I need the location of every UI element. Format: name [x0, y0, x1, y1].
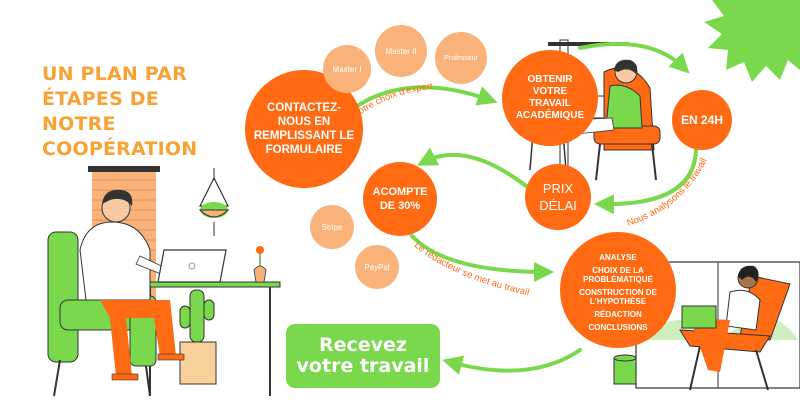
flower-vase	[253, 246, 267, 283]
relaxing-person	[681, 265, 761, 372]
step-choix: CHOIX DE LA PROBLÉMATIQUE	[583, 265, 653, 284]
acompte-bubble: ACOMPTE DE 30%	[363, 162, 437, 236]
step-redaction: RÉDACTION	[594, 309, 642, 319]
step-construction: CONSTRUCTION DE L'HYPOTHÈSE	[579, 287, 657, 306]
stripe-text: Stripe	[321, 222, 343, 232]
acompte-text: ACOMPTE DE 30%	[372, 186, 428, 212]
step-conclusions: CONCLUSIONS	[588, 322, 648, 332]
en-24h-bubble: EN 24H	[672, 90, 732, 150]
stripe-bubble: Stripe	[310, 205, 354, 249]
person-with-laptop	[79, 189, 185, 381]
page-title: UN PLAN PAR ÉTAPES DE NOTRE COOPÉRATION	[42, 63, 198, 160]
master-2-text: Master II	[385, 46, 417, 56]
starburst-decoration	[704, 0, 800, 82]
prix-delai-text: PRIX DÉLAI	[539, 181, 577, 213]
master-2-bubble: Master II	[375, 25, 427, 77]
contact-text: CONTACTEZ- NOUS EN REMPLISSANT LE FORMUL…	[253, 102, 355, 156]
step-analyse: ANALYSE	[599, 252, 637, 262]
master-1-text: Master I	[332, 64, 362, 74]
arrow-steps-to-cta	[442, 348, 582, 375]
steps-bubble: ANALYSE CHOIX DE LA PROBLÉMATIQUE CONSTR…	[560, 232, 676, 348]
receive-work-button[interactable]: Recevez votre travail	[286, 324, 440, 388]
receive-line-1: Recevez	[319, 334, 407, 356]
prix-delai-bubble: PRIX DÉLAI	[525, 164, 591, 230]
laptop	[157, 249, 227, 283]
arrow-obtenir-to-24h	[578, 41, 690, 74]
receive-line-2: votre travail	[296, 355, 430, 377]
plant-stand	[613, 354, 637, 385]
hanging-plant	[198, 168, 230, 236]
en-24h-text: EN 24H	[680, 113, 724, 127]
green-armchair	[47, 231, 157, 397]
obtenir-bubble: OBTENIR VOTRE TRAVAIL ACADÉMIQUE	[502, 50, 598, 146]
master-1-bubble: Master I	[323, 45, 371, 93]
obtenir-text: OBTENIR VOTRE TRAVAIL ACADÉMIQUE	[515, 74, 585, 121]
arrow-acompte-to-steps	[410, 234, 554, 282]
paypal-bubble: PayPal	[355, 245, 399, 289]
professeur-bubble: Professeur	[435, 32, 487, 84]
arrow-prix-to-acompte	[416, 147, 528, 188]
professeur-text: Professeur	[444, 54, 478, 62]
arrow-24h-to-prix	[594, 148, 698, 215]
paypal-text: PayPal	[364, 262, 390, 272]
cactus-plant	[179, 289, 217, 385]
